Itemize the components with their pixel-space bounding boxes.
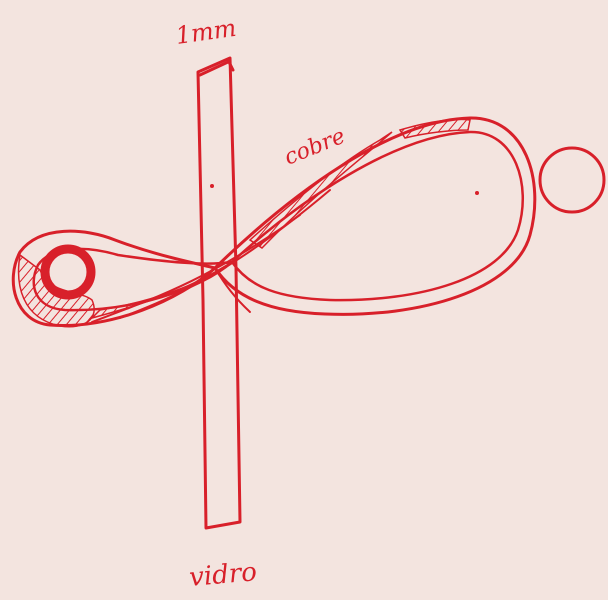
dot xyxy=(210,184,214,188)
dot xyxy=(475,191,479,195)
label-bottom: vidro xyxy=(188,557,258,593)
